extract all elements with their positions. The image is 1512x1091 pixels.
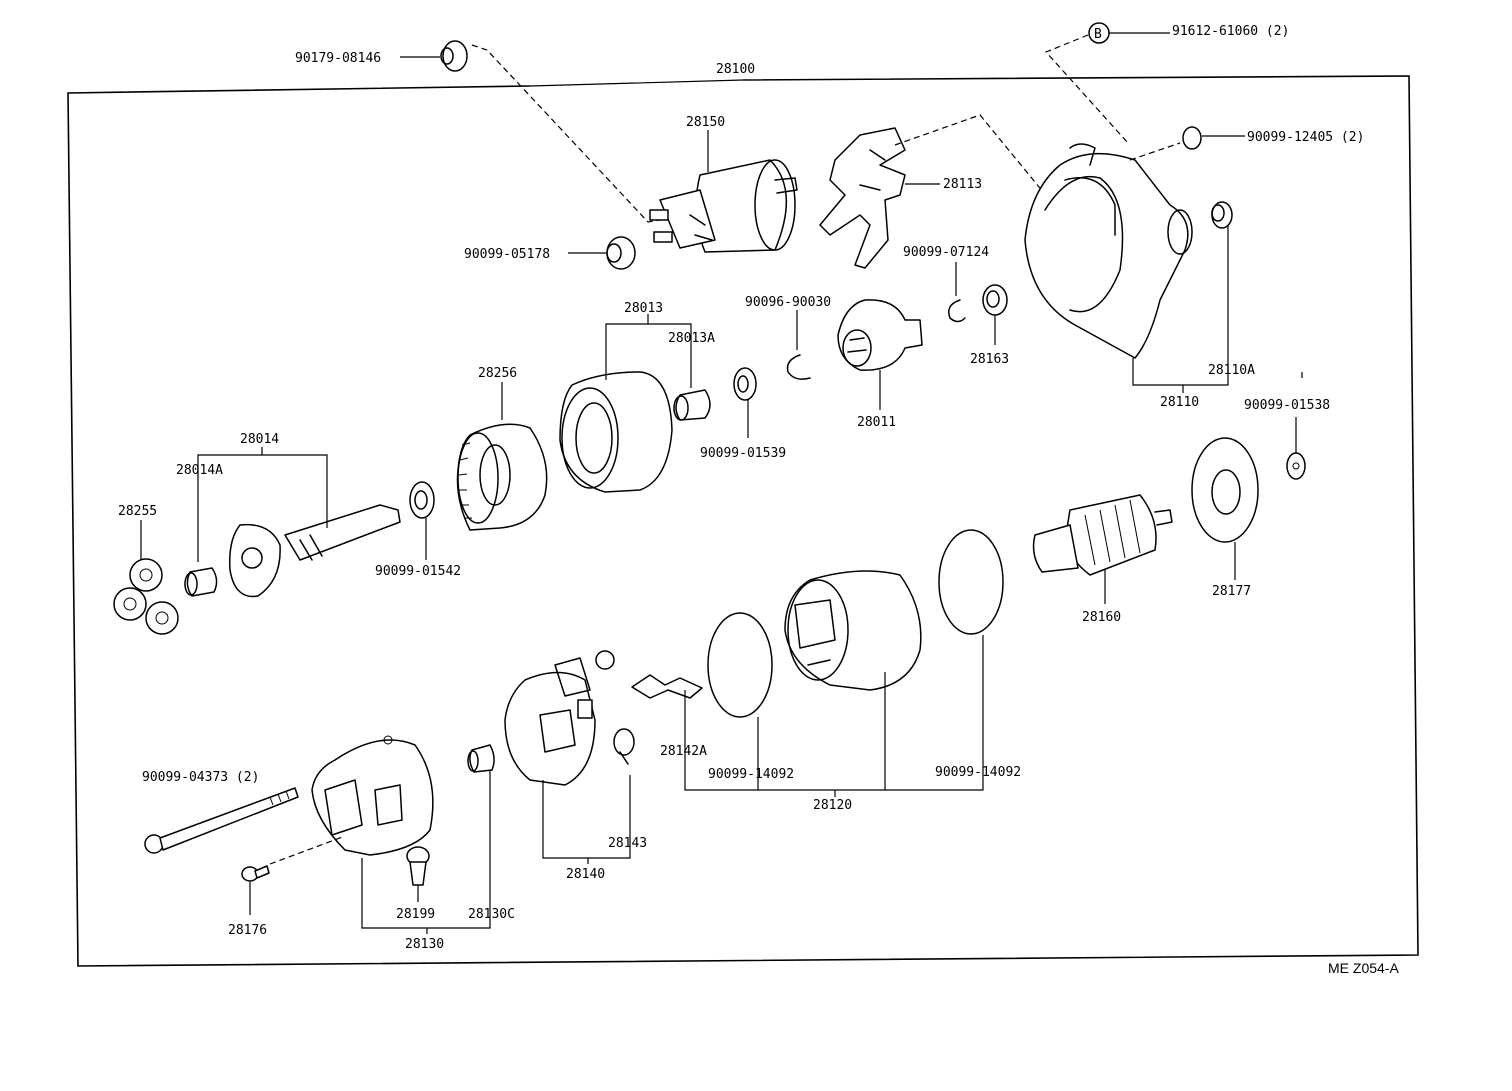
label-28110A: 28110A <box>1208 363 1255 378</box>
label-90099-12405: 90099-12405 (2) <box>1247 130 1364 145</box>
figure-code: ME Z054-A <box>1328 960 1399 976</box>
label-28130C: 28130C <box>468 907 515 922</box>
callout-marker-b: B <box>1088 22 1110 44</box>
washer-90099-01539 <box>733 367 757 401</box>
gear-housing-28013 <box>559 371 673 493</box>
label-90099-05178: 90099-05178 <box>464 247 550 262</box>
bushing-28013A <box>673 389 711 421</box>
label-90099-14092-a: 90099-14092 <box>708 767 794 782</box>
washer-90099-01542 <box>409 481 435 519</box>
label-28110: 28110 <box>1160 395 1199 410</box>
label-90099-01542: 90099-01542 <box>375 564 461 579</box>
label-28142A: 28142A <box>660 744 707 759</box>
field-frame-28120 <box>784 570 922 691</box>
screw-28176 <box>241 865 270 882</box>
snap-ring-90099-07124 <box>948 299 966 323</box>
drive-lever-28113 <box>819 127 906 269</box>
label-28013A: 28013A <box>668 331 715 346</box>
label-28199: 28199 <box>396 907 435 922</box>
label-28100: 28100 <box>716 62 755 77</box>
label-28150: 28150 <box>686 115 725 130</box>
label-90099-01539: 90099-01539 <box>700 446 786 461</box>
assembly-frame-top <box>529 79 744 87</box>
label-28011: 28011 <box>857 415 896 430</box>
nut-90099-12405 <box>1182 126 1202 150</box>
ring-28163 <box>982 284 1008 316</box>
label-90096-90030: 90096-90030 <box>745 295 831 310</box>
label-28176: 28176 <box>228 923 267 938</box>
screw-28199 <box>406 846 430 886</box>
label-90099-04373: 90099-04373 (2) <box>142 770 259 785</box>
magnetic-switch-28150 <box>649 159 798 253</box>
label-28143: 28143 <box>608 836 647 851</box>
label-90099-01538: 90099-01538 <box>1244 398 1330 413</box>
snap-ring-90096-90030 <box>786 354 811 380</box>
o-ring-90099-14092-right <box>938 529 1004 635</box>
label-90179-08146: 90179-08146 <box>295 51 381 66</box>
label-28130: 28130 <box>405 937 444 952</box>
label-28120: 28120 <box>813 798 852 813</box>
starter-housing-28110 <box>1024 143 1193 359</box>
nut-90099-05178 <box>606 236 636 270</box>
bushing-28130C <box>467 744 495 773</box>
label-28255: 28255 <box>118 504 157 519</box>
label-28256: 28256 <box>478 366 517 381</box>
assembly-frame <box>67 75 1419 967</box>
end-frame-28130 <box>311 735 434 856</box>
svg-text:B: B <box>1094 27 1102 42</box>
label-90099-07124: 90099-07124 <box>903 245 989 260</box>
nut-90179-08146 <box>440 40 468 72</box>
armature-28160 <box>1032 494 1173 576</box>
label-28014A: 28014A <box>176 463 223 478</box>
planetary-shaft-28014 <box>228 504 401 598</box>
brush-holder-28140 <box>504 650 615 786</box>
starter-clutch-28011 <box>837 299 923 371</box>
o-ring-90099-14092-left <box>707 612 773 718</box>
end-plate-28177 <box>1191 437 1259 543</box>
brush-spring-28143 <box>613 728 635 765</box>
label-28160: 28160 <box>1082 610 1121 625</box>
spring-28142A <box>631 674 703 699</box>
label-28113: 28113 <box>943 177 982 192</box>
label-90099-14092-b: 90099-14092 <box>935 765 1021 780</box>
washer-90099-01538 <box>1286 452 1306 480</box>
label-91612-61060: 91612-61060 (2) <box>1172 24 1289 39</box>
label-28140: 28140 <box>566 867 605 882</box>
label-28163: 28163 <box>970 352 1009 367</box>
label-28013: 28013 <box>624 301 663 316</box>
through-bolt-90099-04373 <box>144 787 299 854</box>
bushing-28014A <box>184 567 218 597</box>
bushing-28110A <box>1211 201 1233 229</box>
planetary-gears-28255 <box>113 558 179 635</box>
label-28177: 28177 <box>1212 584 1251 599</box>
internal-gear-28256 <box>456 423 548 531</box>
label-28014: 28014 <box>240 432 279 447</box>
